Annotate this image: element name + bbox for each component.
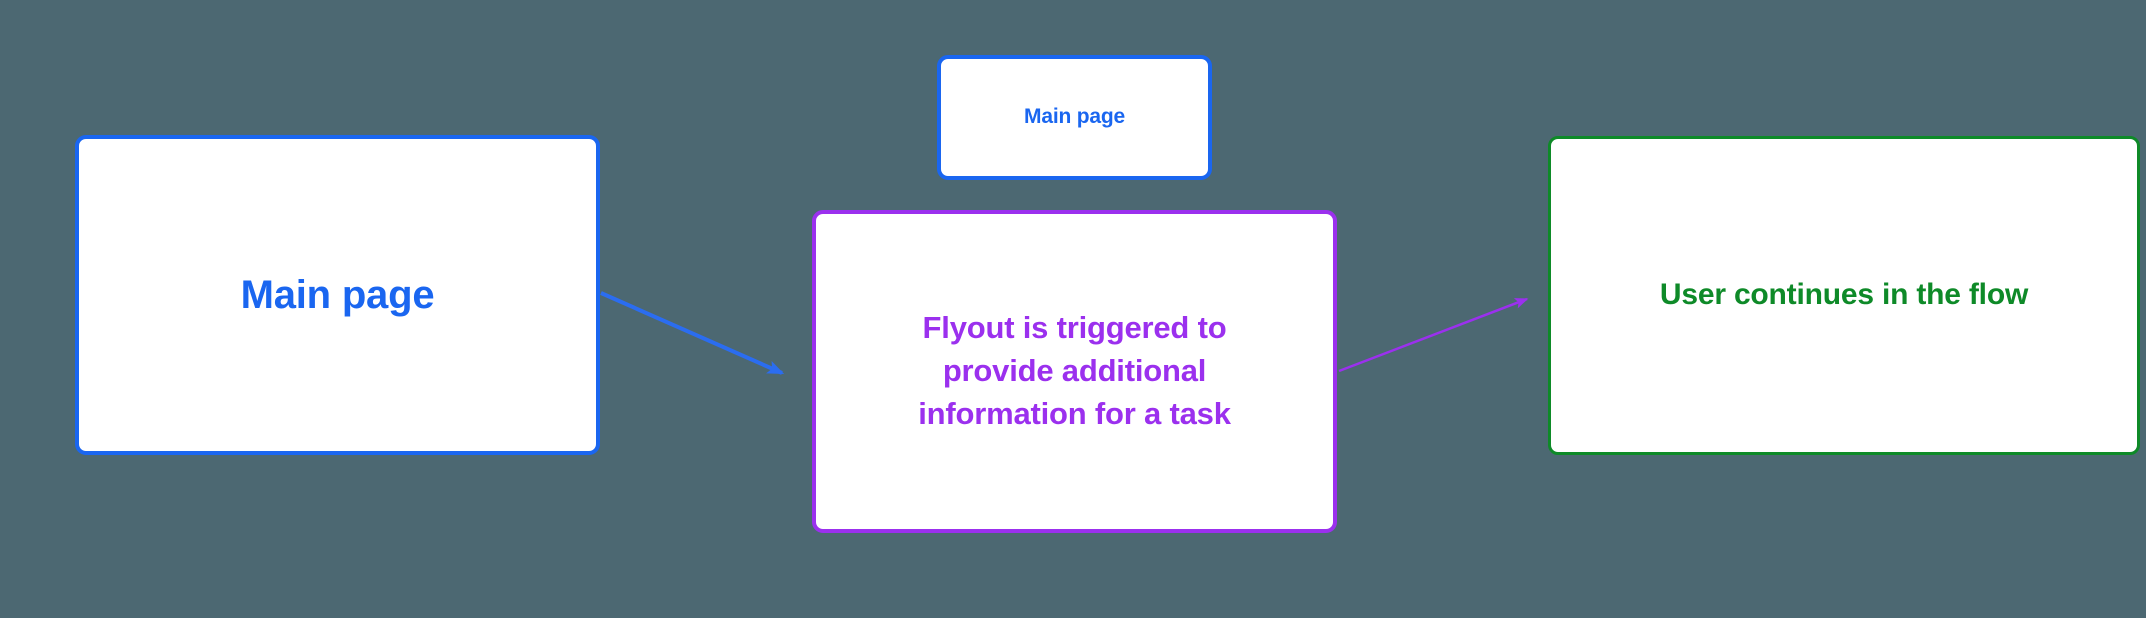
node-user-continues-label: User continues in the flow xyxy=(1659,278,2029,312)
node-main-page-small-label: Main page xyxy=(1024,105,1125,129)
node-user-continues[interactable]: User continues in the flow xyxy=(1548,136,2140,455)
node-main-page-large-label: Main page xyxy=(240,273,435,317)
node-flyout-label: Flyout is triggered to provide additiona… xyxy=(918,310,1231,431)
edge-flyout-to-user-continues xyxy=(1338,297,1529,373)
node-main-page-large[interactable]: Main page xyxy=(75,135,600,455)
edge-main-page-to-flyout xyxy=(600,291,785,375)
node-main-page-small[interactable]: Main page xyxy=(937,55,1212,180)
node-flyout[interactable]: Flyout is triggered to provide additiona… xyxy=(812,210,1337,533)
